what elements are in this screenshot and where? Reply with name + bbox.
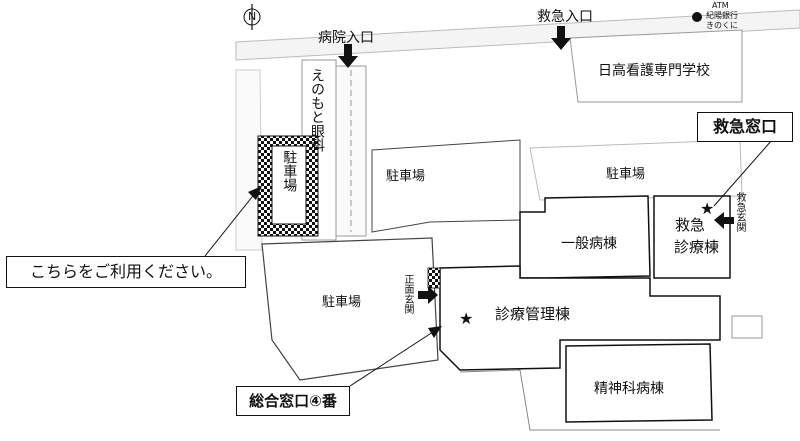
road-top [235, 9, 800, 61]
building-east-small [731, 315, 763, 339]
parking-center-outline [371, 139, 521, 233]
leader-use-here [204, 191, 257, 257]
leader-general-window [349, 329, 437, 387]
psych-ward-outline [565, 343, 713, 423]
parking-upper-right-label: 駐車場 [606, 167, 646, 182]
callout-emergency-window: 救急窓口 [697, 112, 793, 142]
callout-general-window: 総合窓口④番 [236, 386, 350, 416]
callout-use-here: こちらをご利用ください。 [6, 256, 246, 288]
atm-dot-icon [692, 12, 702, 22]
front-entrance-label: 正面玄関 [402, 274, 413, 314]
nursing-school-label: 日高看護専門学校 [598, 63, 710, 79]
admin-building-label: 診療管理棟 [495, 305, 571, 323]
compass-icon [243, 4, 261, 30]
emergency-ward-label-line1: 救急 [675, 216, 706, 234]
arrow-emergency-door-icon [714, 212, 734, 229]
parking-main-outline [261, 237, 439, 381]
site-boundary-south [459, 369, 720, 431]
front-steps [427, 267, 441, 289]
leader-emergency-window [713, 139, 773, 207]
emergency-door-label: 救急玄関 [734, 192, 745, 232]
parking-center-label: 駐車場 [386, 169, 426, 184]
atm-bank-line2: きのくに [706, 21, 738, 30]
star-emergency-icon: ★ [700, 199, 715, 218]
arrow-hospital-entrance-icon [338, 44, 358, 68]
atm-bank-line1: 紀陽銀行 [706, 11, 738, 20]
eye-clinic-label: えのもと眼科 [309, 68, 325, 152]
star-general-icon: ★ [459, 309, 474, 328]
general-ward-label: 一般病棟 [561, 236, 617, 252]
nursing-school-outline [569, 29, 743, 103]
admin-building-outline [439, 265, 721, 371]
emergency-ward-label-line2: 診療棟 [674, 238, 720, 256]
arrow-emergency-entrance-icon [551, 26, 571, 50]
arrow-front-entrance-icon [418, 286, 438, 304]
emergency-entrance-label: 救急入口 [537, 9, 593, 25]
parking-main-label: 駐車場 [322, 295, 362, 310]
leader-general-window-arrowhead [428, 326, 442, 338]
road-west [235, 69, 263, 251]
leader-use-here-arrowhead [248, 186, 262, 200]
emergency-ward-outline [653, 195, 731, 279]
atm-title: ATM [712, 1, 729, 10]
parking-checkered-label: 駐車場 [281, 150, 298, 192]
compass-label: N [248, 10, 257, 23]
parking-upper-right-outline [529, 139, 743, 201]
parking-checkered-inner [271, 145, 307, 225]
hospital-entrance-label: 病院入口 [318, 30, 374, 46]
psych-ward-label: 精神科病棟 [594, 381, 664, 397]
